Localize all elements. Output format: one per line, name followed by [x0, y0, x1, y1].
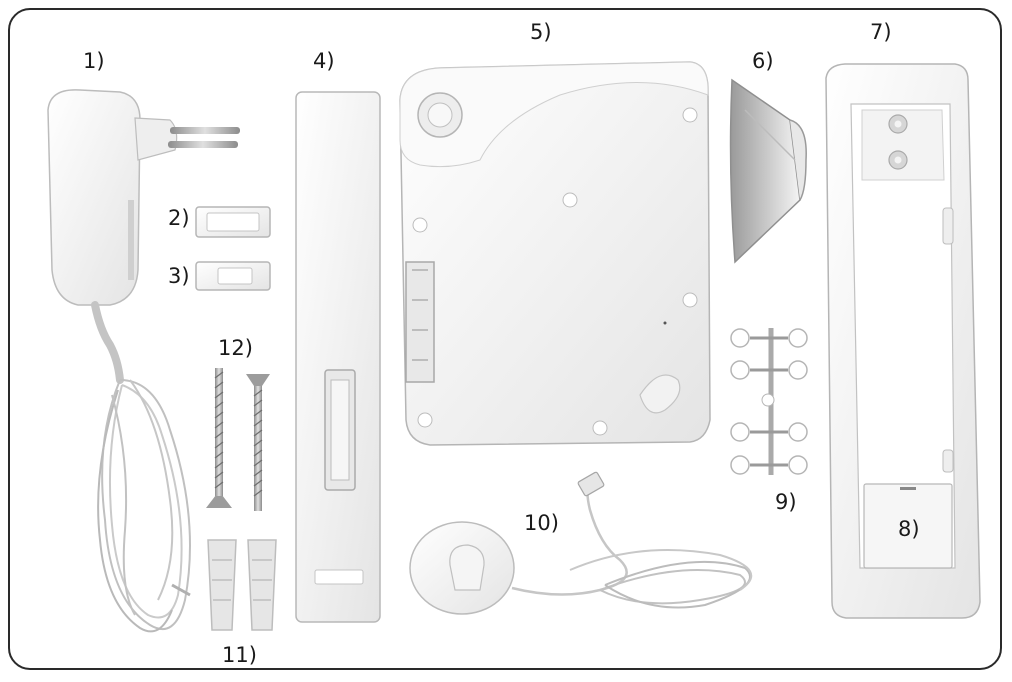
label-part-2: 2) [168, 206, 190, 230]
label-part-9: 9) [775, 490, 797, 514]
label-part-12: 12) [218, 336, 253, 360]
drive-unit [399, 61, 711, 446]
label-part-4: 4) [313, 49, 335, 73]
label-part-8: 8) [898, 517, 920, 541]
clip-strip [730, 328, 808, 475]
label-part-3: 3) [168, 264, 190, 288]
wall-plugs [207, 539, 277, 631]
cover-housing [825, 63, 981, 619]
label-part-7: 7) [870, 20, 892, 44]
screws [206, 368, 270, 511]
label-part-11: 11) [222, 643, 257, 667]
label-part-10: 10) [524, 511, 559, 535]
spacer-piece-2 [195, 206, 271, 238]
label-part-5: 5) [530, 20, 552, 44]
sensor-cable [409, 471, 753, 615]
mirror-cone [729, 78, 807, 264]
bracket-bar [295, 91, 381, 623]
power-adapter [47, 89, 240, 633]
spacer-piece-3 [195, 261, 271, 291]
label-part-6: 6) [752, 49, 774, 73]
battery-cover [863, 483, 953, 569]
label-part-1: 1) [83, 49, 105, 73]
